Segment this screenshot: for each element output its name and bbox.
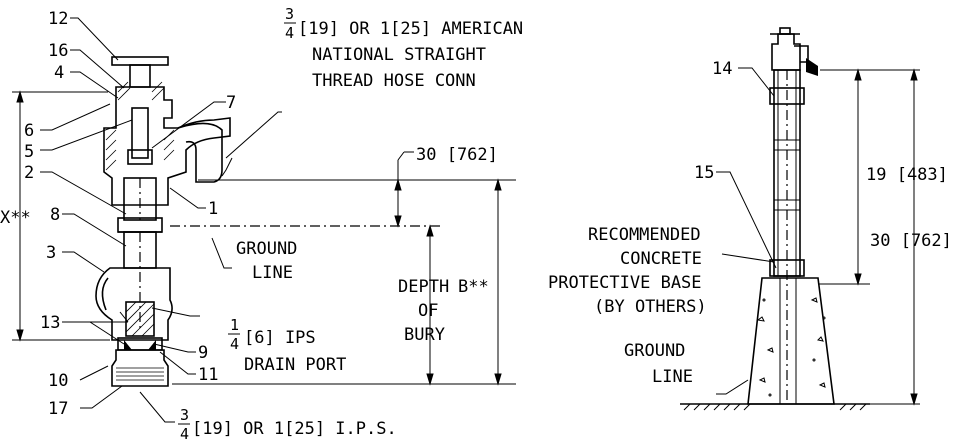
svg-text:[19] OR 1[25] I.P.S.: [19] OR 1[25] I.P.S. bbox=[192, 419, 397, 439]
drain-port-note: 1 4 [6] IPS DRAIN PORT bbox=[228, 316, 346, 375]
callout-8: 8 bbox=[50, 205, 60, 225]
concrete-base-note: RECOMMENDED CONCRETE PROTECTIVE BASE (BY… bbox=[548, 225, 707, 317]
valve-body bbox=[95, 267, 173, 341]
svg-text:[6] IPS: [6] IPS bbox=[244, 328, 316, 348]
ground-line-right-1: GROUND bbox=[624, 341, 685, 361]
inlet-fitting bbox=[111, 349, 169, 387]
depth-label-2: OF bbox=[418, 301, 438, 321]
handle-wheel bbox=[111, 56, 169, 66]
depth-label-3: BURY bbox=[404, 325, 445, 345]
svg-text:1: 1 bbox=[230, 316, 239, 334]
callout-labels: 12 16 4 6 5 7 2 8 1 3 13 9 10 11 17 14 1… bbox=[24, 9, 732, 419]
dim-x bbox=[12, 90, 110, 342]
svg-text:(BY OTHERS): (BY OTHERS) bbox=[594, 297, 707, 317]
callout-5: 5 bbox=[24, 142, 34, 162]
callout-4: 4 bbox=[54, 63, 64, 83]
svg-text:4: 4 bbox=[230, 335, 239, 353]
dim-30-left: 30 [762] bbox=[416, 145, 498, 165]
ground-line-left-1: GROUND bbox=[236, 239, 297, 259]
hose-leader bbox=[225, 111, 282, 159]
hose-outlet bbox=[177, 122, 223, 183]
hose-connection-note: 3 4 [19] OR 1[25] AMERICAN NATIONAL STRA… bbox=[284, 5, 523, 91]
svg-text:3: 3 bbox=[285, 5, 294, 23]
dim-right-lines bbox=[170, 151, 516, 386]
callout-9: 9 bbox=[198, 343, 208, 363]
depth-label-1: DEPTH bbox=[398, 277, 449, 297]
hydrant-section-view bbox=[95, 56, 231, 387]
svg-text:4: 4 bbox=[285, 24, 294, 42]
hydrant-elevation-view bbox=[680, 27, 870, 411]
callout-10: 10 bbox=[48, 371, 68, 391]
svg-text:DRAIN PORT: DRAIN PORT bbox=[244, 355, 346, 375]
svg-text:CONCRETE: CONCRETE bbox=[620, 249, 702, 269]
ips-note: 3 4 [19] OR 1[25] I.P.S. bbox=[178, 406, 397, 442]
handle-stem bbox=[129, 64, 151, 88]
svg-text:4: 4 bbox=[180, 425, 189, 442]
ground-line-right-2: LINE bbox=[652, 367, 693, 387]
ground-line-left-2: LINE bbox=[252, 263, 293, 283]
callout-6: 6 bbox=[24, 121, 34, 141]
dim-19: 19 [483] bbox=[866, 165, 948, 185]
svg-text:PROTECTIVE BASE: PROTECTIVE BASE bbox=[548, 273, 702, 293]
svg-text:[19] OR 1[25] AMERICAN: [19] OR 1[25] AMERICAN bbox=[298, 19, 523, 39]
dim-b-label: B** bbox=[458, 277, 489, 297]
callout-12: 12 bbox=[48, 9, 68, 29]
callout-14: 14 bbox=[712, 59, 732, 79]
callout-7: 7 bbox=[226, 93, 236, 113]
callout-11: 11 bbox=[198, 365, 218, 385]
callout-3: 3 bbox=[46, 243, 56, 263]
callout-16: 16 bbox=[48, 41, 68, 61]
left-leaders bbox=[40, 17, 233, 423]
callout-2: 2 bbox=[24, 163, 34, 183]
dim-30-right: 30 [762] bbox=[870, 231, 952, 251]
svg-text:THREAD HOSE CONN: THREAD HOSE CONN bbox=[312, 71, 476, 91]
dim-x-label: X** bbox=[0, 208, 31, 228]
svg-text:3: 3 bbox=[180, 406, 189, 424]
valve-stem bbox=[131, 107, 149, 159]
callout-17: 17 bbox=[48, 399, 68, 419]
callout-13: 13 bbox=[40, 313, 60, 333]
svg-text:RECOMMENDED: RECOMMENDED bbox=[588, 225, 701, 245]
svg-text:NATIONAL STRAIGHT: NATIONAL STRAIGHT bbox=[312, 45, 486, 65]
callout-15: 15 bbox=[694, 163, 714, 183]
callout-1: 1 bbox=[208, 199, 218, 219]
right-leaders bbox=[716, 67, 920, 406]
